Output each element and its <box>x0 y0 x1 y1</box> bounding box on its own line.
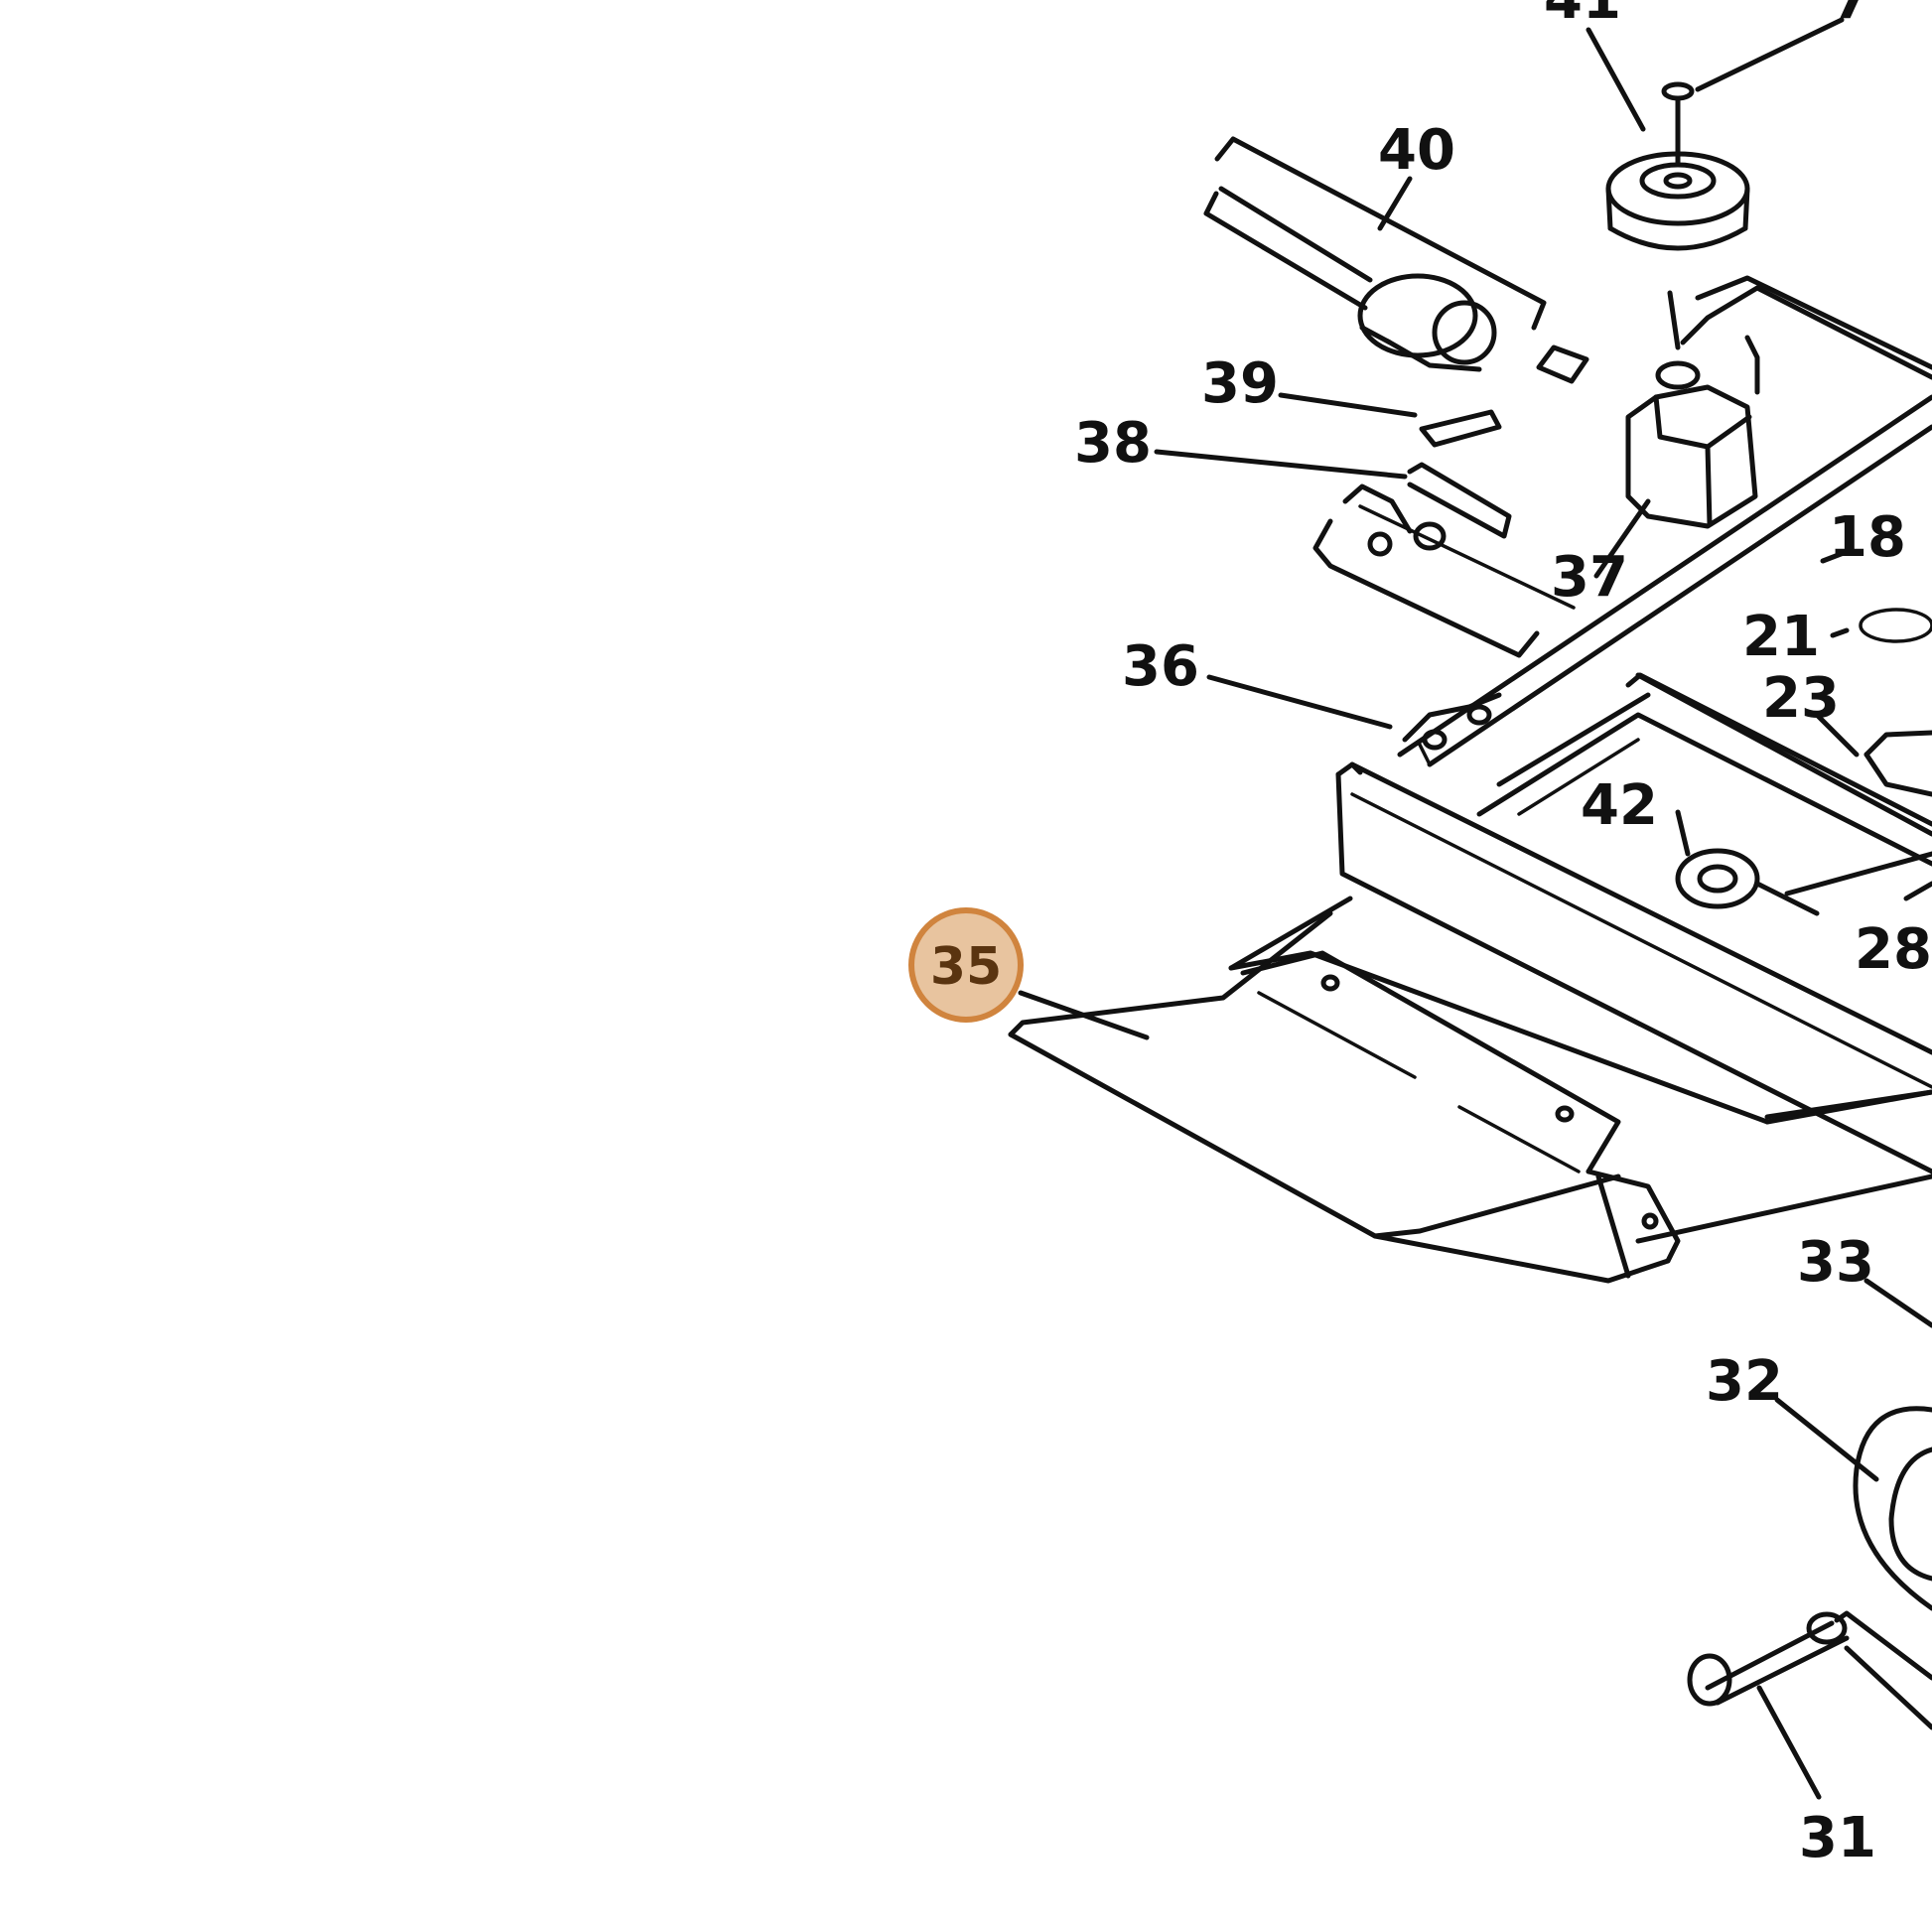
part-label-37: 37 <box>1551 545 1628 610</box>
bracket-38-drawing <box>1312 409 1576 658</box>
callout-label-35: 35 <box>930 937 1002 997</box>
deck-frame-drawing <box>1228 394 1932 1174</box>
callout-highlight-circle[interactable] <box>908 907 1024 1023</box>
part-label-40: 40 <box>1378 118 1455 183</box>
highlighted-callout-35[interactable]: 35 <box>908 907 1024 1023</box>
part-label-39: 39 <box>1201 351 1279 416</box>
part-label-28: 28 <box>1855 917 1932 982</box>
arm-assembly-drawing <box>1203 136 1589 384</box>
part-labels: 41 7 40 39 38 37 18 21 23 36 42 28 33 32… <box>1074 0 1932 1870</box>
part-label-42: 42 <box>1581 773 1658 838</box>
part-label-38: 38 <box>1074 411 1152 476</box>
part-label-32: 32 <box>1706 1349 1783 1414</box>
part-label-23: 23 <box>1762 666 1840 731</box>
part-label-21: 21 <box>1742 605 1820 669</box>
part-label-33: 33 <box>1797 1230 1874 1295</box>
pulley-block-drawing <box>1605 81 1932 529</box>
part-label-18: 18 <box>1829 505 1906 570</box>
part-label-36: 36 <box>1122 634 1199 699</box>
part-label-41: 41 <box>1544 0 1621 32</box>
caster-wheel-drawing <box>1687 1406 1932 1730</box>
shield-plate-drawing <box>1008 910 1932 1284</box>
leader-lines <box>1018 17 1932 1800</box>
part-label-31: 31 <box>1799 1806 1876 1870</box>
part-label-7: 7 <box>1832 0 1870 32</box>
